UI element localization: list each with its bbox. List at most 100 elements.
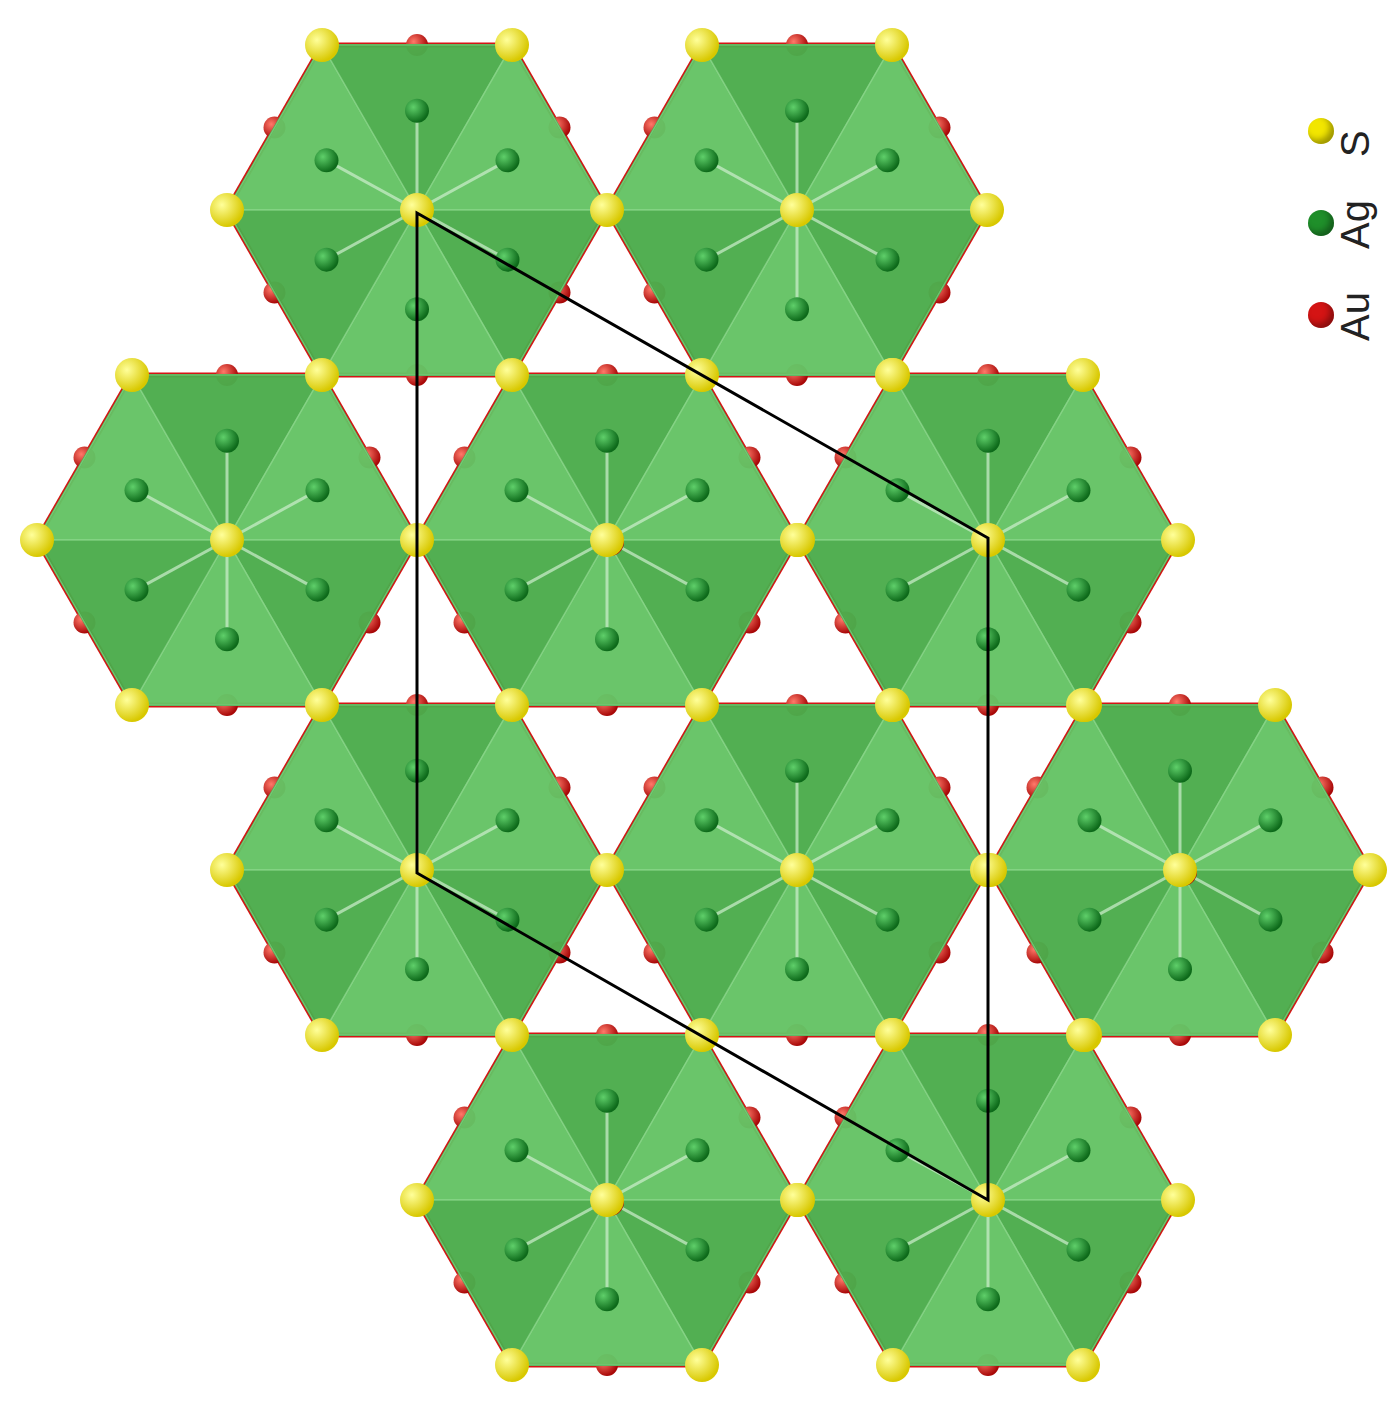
ag-atom	[315, 808, 339, 832]
ag-atom	[1066, 1238, 1090, 1262]
ag-atom	[505, 578, 529, 602]
ag-atom	[315, 148, 339, 172]
s-atom	[876, 1348, 910, 1382]
s-atom	[590, 193, 624, 227]
s-atom	[876, 358, 910, 392]
s-atom	[400, 1183, 434, 1217]
polyhedron-facet	[417, 705, 607, 870]
ag-atom	[685, 478, 709, 502]
polyhedron-facet	[797, 705, 987, 870]
s-atom	[115, 688, 149, 722]
ag-atom	[1258, 908, 1282, 932]
ag-atom	[495, 148, 519, 172]
ag-atom	[595, 429, 619, 453]
ag-atom	[1066, 578, 1090, 602]
polyhedron-face	[607, 45, 987, 375]
polyhedron-facet	[1180, 705, 1370, 870]
s-atom	[781, 1183, 815, 1217]
polyhedron-facet	[607, 375, 797, 540]
polyhedron-facet	[990, 870, 1180, 1035]
s-atom	[590, 853, 624, 887]
ag-atom	[595, 1287, 619, 1311]
ag-atom	[886, 578, 910, 602]
legend-label: Ag	[1333, 200, 1377, 249]
polyhedron-facet	[607, 870, 797, 1035]
ag-atom	[785, 759, 809, 783]
ag-atom	[215, 429, 239, 453]
s-atom	[781, 523, 815, 557]
ag-atom	[405, 957, 429, 981]
s-atom	[305, 1018, 339, 1052]
s-atom	[875, 28, 909, 62]
polyhedron-facet	[988, 375, 1178, 540]
s-atom	[875, 358, 909, 392]
polyhedron-face	[37, 375, 417, 705]
s-atom	[20, 523, 54, 557]
ag-atom	[1066, 478, 1090, 502]
polyhedron-face	[990, 705, 1370, 1035]
ag-atom	[1258, 808, 1282, 832]
legend-swatch	[1308, 302, 1334, 328]
s-atom	[876, 1018, 910, 1052]
legend-swatch	[1308, 118, 1334, 144]
polyhedron	[607, 705, 987, 1035]
s-atom	[495, 1018, 529, 1052]
ag-atom	[685, 1238, 709, 1262]
s-atom	[115, 358, 149, 392]
polyhedron-facet	[797, 45, 987, 210]
s-atom	[1163, 853, 1197, 887]
ag-atom	[1168, 957, 1192, 981]
polyhedron-face	[417, 1035, 797, 1365]
ag-atom	[875, 808, 899, 832]
ag-atom	[125, 478, 149, 502]
ag-atom	[1066, 1138, 1090, 1162]
s-atom	[305, 28, 339, 62]
s-atom	[875, 688, 909, 722]
s-atom	[1161, 1183, 1195, 1217]
ag-atom	[315, 248, 339, 272]
s-atom	[495, 1348, 529, 1382]
ag-atom	[505, 478, 529, 502]
legend-entry: Ag	[1308, 192, 1395, 252]
ag-atom	[785, 99, 809, 123]
ag-atom	[405, 99, 429, 123]
s-atom	[1066, 358, 1100, 392]
ag-polyhedra	[37, 45, 1370, 1365]
s-atom	[305, 688, 339, 722]
ag-atom	[315, 908, 339, 932]
s-atom	[876, 688, 910, 722]
s-atom	[210, 853, 244, 887]
ag-atom	[505, 1238, 529, 1262]
s-atom	[590, 523, 624, 557]
atoms	[20, 28, 1387, 1382]
polyhedron-facet	[607, 1035, 797, 1200]
s-atom	[495, 358, 529, 392]
ag-atom	[886, 1238, 910, 1262]
polyhedron-facet	[227, 210, 417, 375]
legend-label: Au	[1333, 292, 1377, 341]
polyhedron	[417, 375, 797, 705]
ag-atom	[1078, 808, 1102, 832]
polyhedron-facet	[417, 1200, 607, 1365]
polyhedron	[990, 705, 1370, 1035]
ag-atom	[785, 297, 809, 321]
s-atom	[210, 523, 244, 557]
polyhedron-facet	[798, 540, 988, 705]
polyhedron	[417, 1035, 797, 1365]
ag-atom	[785, 957, 809, 981]
s-atom	[1258, 688, 1292, 722]
s-atom	[685, 688, 719, 722]
polyhedron-facet	[607, 210, 797, 375]
ag-atom	[875, 148, 899, 172]
ag-atom	[685, 578, 709, 602]
polyhedron-facet	[417, 540, 607, 705]
s-atom	[495, 28, 529, 62]
s-atom	[685, 1348, 719, 1382]
au-s-chains	[37, 34, 1370, 1376]
ag-atom	[695, 908, 719, 932]
ag-atom	[875, 248, 899, 272]
polyhedron-facet	[988, 1035, 1178, 1200]
s-atom	[970, 193, 1004, 227]
